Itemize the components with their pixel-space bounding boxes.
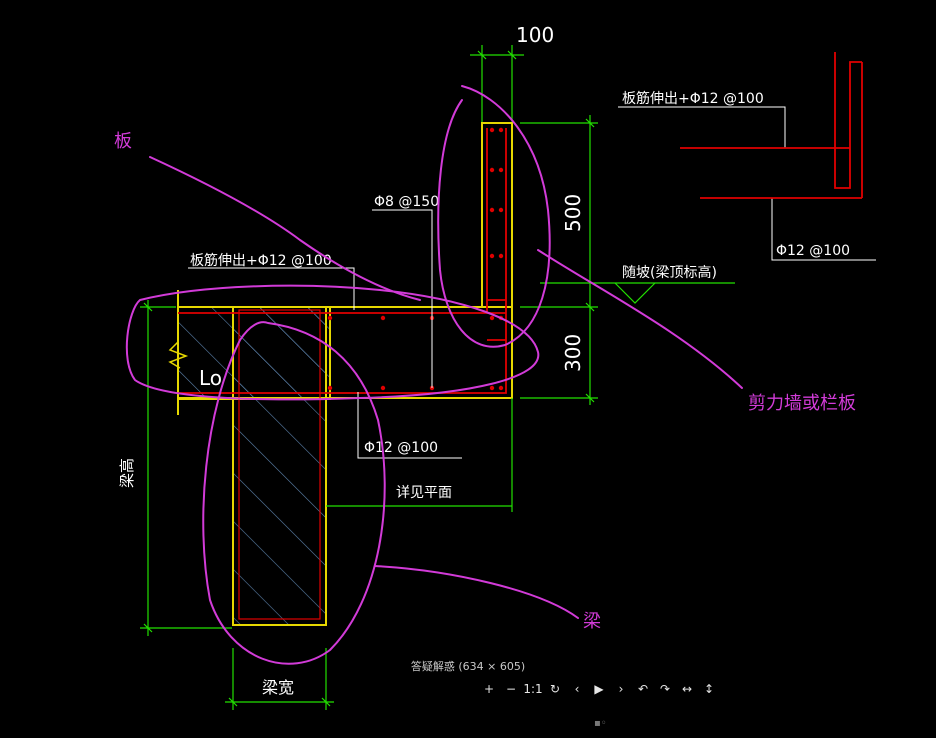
label-lo: Lo (199, 366, 222, 390)
concrete-outline (177, 122, 513, 626)
annotation-wall: 剪力墙或栏板 (748, 393, 856, 414)
dimension-lines (140, 45, 735, 710)
break-line (168, 341, 189, 369)
label-phi8: Φ8 @150 (374, 194, 439, 210)
label-phi12-bottom: Φ12 @100 (364, 440, 438, 456)
label-beam-width: 梁宽 (262, 678, 294, 697)
reset-button[interactable]: ↻ (549, 682, 561, 696)
label-slab-rebar-right: 板筋伸出+Φ12 @100 (622, 90, 764, 107)
detail-inset (680, 52, 863, 199)
label-detail: 详见平面 (396, 485, 452, 501)
prev-button[interactable]: ‹ (574, 682, 580, 696)
flip-vertical-button[interactable]: ↕ (703, 682, 715, 696)
zoom-in-button[interactable]: + (483, 682, 495, 696)
flip-horizontal-button[interactable]: ↔ (681, 682, 693, 696)
rotate-right-button[interactable]: ↷ (659, 682, 671, 696)
label-elevation: 随坡(梁顶标高) (622, 264, 717, 281)
rebar (178, 128, 507, 394)
actual-size-button[interactable]: 1:1 (523, 682, 543, 696)
image-caption: 答疑解惑 (634 × 605) (410, 660, 526, 673)
dim-500: 500 (561, 194, 585, 232)
play-button[interactable]: ▶ (594, 682, 604, 696)
label-phi12-right: Φ12 @100 (776, 243, 850, 259)
dim-100: 100 (516, 23, 554, 47)
label-beam-height: 梁高 (118, 458, 136, 488)
next-button[interactable]: › (618, 682, 624, 696)
viewer-toolbar: +−1:1 ↻ ‹ ▶ › ↶ ↷ ↔ ↕ (478, 680, 720, 698)
rotate-left-button[interactable]: ↶ (637, 682, 649, 696)
annotation-beam: 梁 (583, 611, 601, 632)
leader-lines (188, 106, 876, 459)
dim-300: 300 (561, 334, 585, 372)
resize-grip-icon[interactable]: ▪◦ (594, 718, 607, 729)
annotation-slab: 板 (114, 131, 132, 152)
rebar-dots (327, 127, 504, 391)
label-slab-rebar-left: 板筋伸出+Φ12 @100 (190, 252, 332, 269)
zoom-out-button[interactable]: − (505, 682, 517, 696)
beam-stirrup (238, 309, 321, 620)
annotation-strokes (125, 85, 743, 665)
